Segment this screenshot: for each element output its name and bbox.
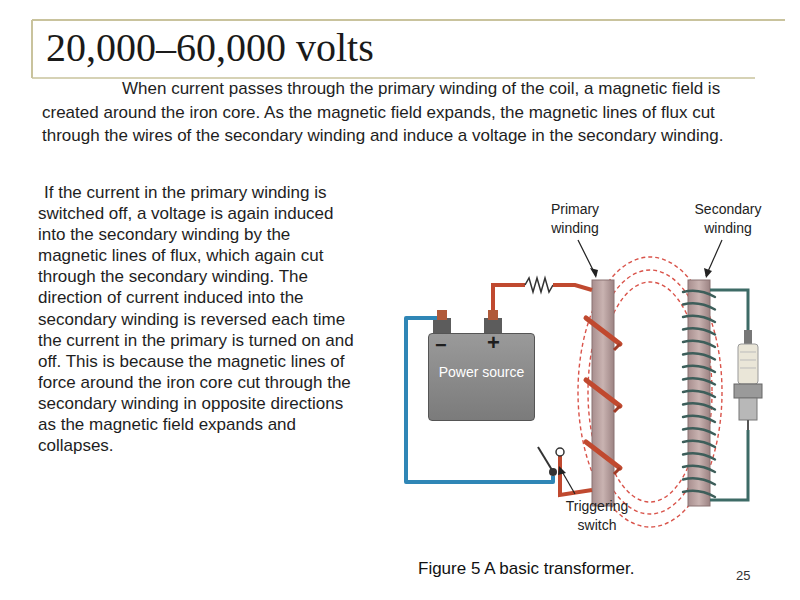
slide-title: 20,000–60,000 volts	[46, 24, 374, 71]
terminal-sign: +	[487, 332, 500, 354]
flux-lines	[578, 257, 722, 527]
part-label: Secondary winding	[686, 200, 770, 238]
resistor-symbol	[525, 278, 553, 292]
wire	[560, 455, 592, 495]
battery-terminal	[437, 310, 447, 320]
switch-pivot	[549, 468, 557, 476]
leader-arrow	[590, 268, 598, 278]
leader-arrow	[704, 268, 712, 278]
wire	[406, 318, 553, 482]
switch-contact	[556, 448, 564, 456]
body-paragraph: When current passes through the primary …	[42, 77, 777, 148]
frame-line	[31, 20, 33, 78]
switch-lever	[538, 447, 552, 470]
wire	[493, 285, 525, 310]
battery-terminal	[433, 318, 451, 334]
frame-line	[32, 77, 755, 79]
spark-plug	[734, 330, 762, 430]
battery-box: − + Power source	[428, 333, 535, 421]
wire	[710, 290, 748, 335]
frame-line	[32, 19, 785, 21]
wire	[710, 430, 748, 500]
wire	[553, 285, 592, 290]
part-label: Triggering switch	[562, 497, 632, 535]
part-label: Primary winding	[543, 200, 607, 238]
figure-caption: Figure 5 A basic transformer.	[418, 559, 634, 579]
battery-terminal	[488, 310, 498, 320]
battery-label: Power source	[429, 364, 534, 381]
secondary-coil	[683, 291, 715, 497]
terminal-sign: −	[435, 334, 447, 356]
leader-arrow	[558, 466, 566, 475]
body-paragraph: If the current in the primary winding is…	[38, 182, 363, 456]
primary-coil	[586, 318, 620, 474]
page-number: 25	[736, 568, 750, 583]
